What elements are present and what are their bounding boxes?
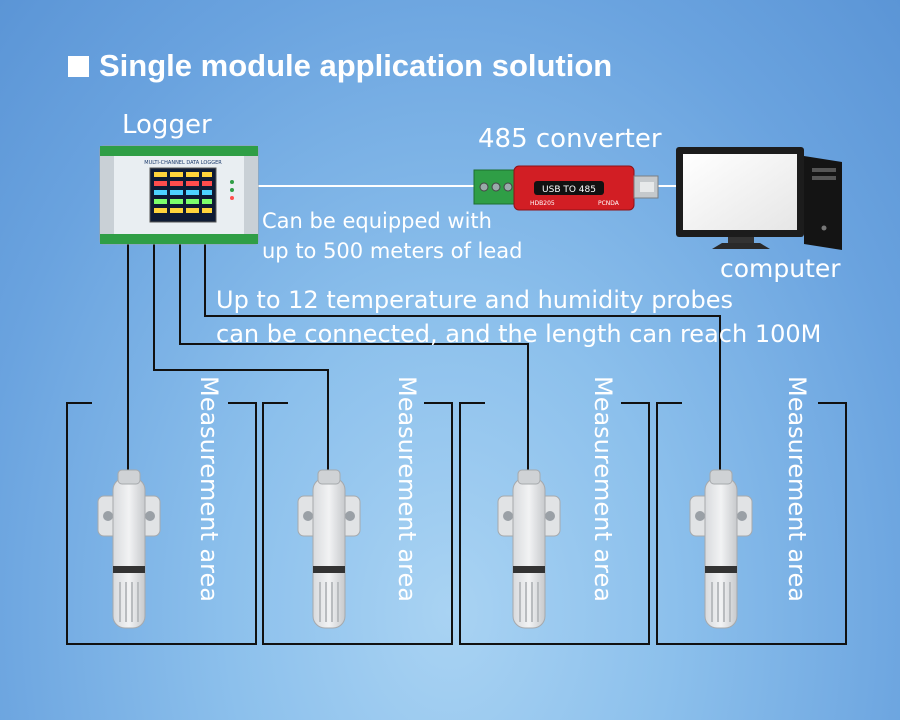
logger-device: MULTI-CHANNEL DATA LOGGER bbox=[99, 145, 259, 245]
probe-cable-4 bbox=[204, 244, 721, 470]
logger-panel-title: MULTI-CHANNEL DATA LOGGER bbox=[144, 160, 222, 166]
converter-device: USB TO 485 HDB205 PCNDA bbox=[473, 165, 659, 211]
page-title: Single module application solution bbox=[68, 46, 612, 86]
probe-3 bbox=[497, 469, 561, 629]
area-label-3: Measurement area bbox=[589, 376, 617, 602]
converter-brand: PCNDA bbox=[598, 200, 620, 207]
computer-icon bbox=[676, 147, 842, 250]
probe-cable-2 bbox=[153, 244, 329, 470]
probe-cable-3 bbox=[179, 244, 529, 470]
computer-label: computer bbox=[720, 254, 841, 283]
area-label-4: Measurement area bbox=[783, 376, 811, 602]
probe-note-line-2: can be connected, and the length can rea… bbox=[216, 320, 822, 348]
area-bracket-4 bbox=[656, 402, 847, 645]
title-text: Single module application solution bbox=[99, 48, 613, 83]
lead-length-note: Can be equipped with up to 500 meters of… bbox=[262, 206, 522, 266]
area-bracket-2 bbox=[262, 402, 453, 645]
probe-2 bbox=[297, 469, 361, 629]
logger-label: Logger bbox=[122, 110, 212, 140]
probe-4 bbox=[689, 469, 753, 629]
probe-note-line-1: Up to 12 temperature and humidity probes bbox=[216, 286, 733, 314]
probe-capacity-note: Up to 12 temperature and humidity probes… bbox=[216, 283, 821, 351]
area-bracket-1 bbox=[66, 402, 257, 645]
area-bracket-3 bbox=[459, 402, 650, 645]
area-label-1: Measurement area bbox=[195, 376, 223, 602]
converter-model: HDB205 bbox=[530, 200, 555, 207]
probe-1 bbox=[97, 469, 161, 629]
area-label-2: Measurement area bbox=[393, 376, 421, 602]
converter-print: USB TO 485 bbox=[542, 185, 596, 195]
title-bullet-icon bbox=[68, 55, 89, 77]
converter-label: 485 converter bbox=[478, 124, 662, 154]
lead-note-line-2: up to 500 meters of lead bbox=[262, 239, 523, 263]
lead-note-line-1: Can be equipped with bbox=[262, 209, 492, 233]
